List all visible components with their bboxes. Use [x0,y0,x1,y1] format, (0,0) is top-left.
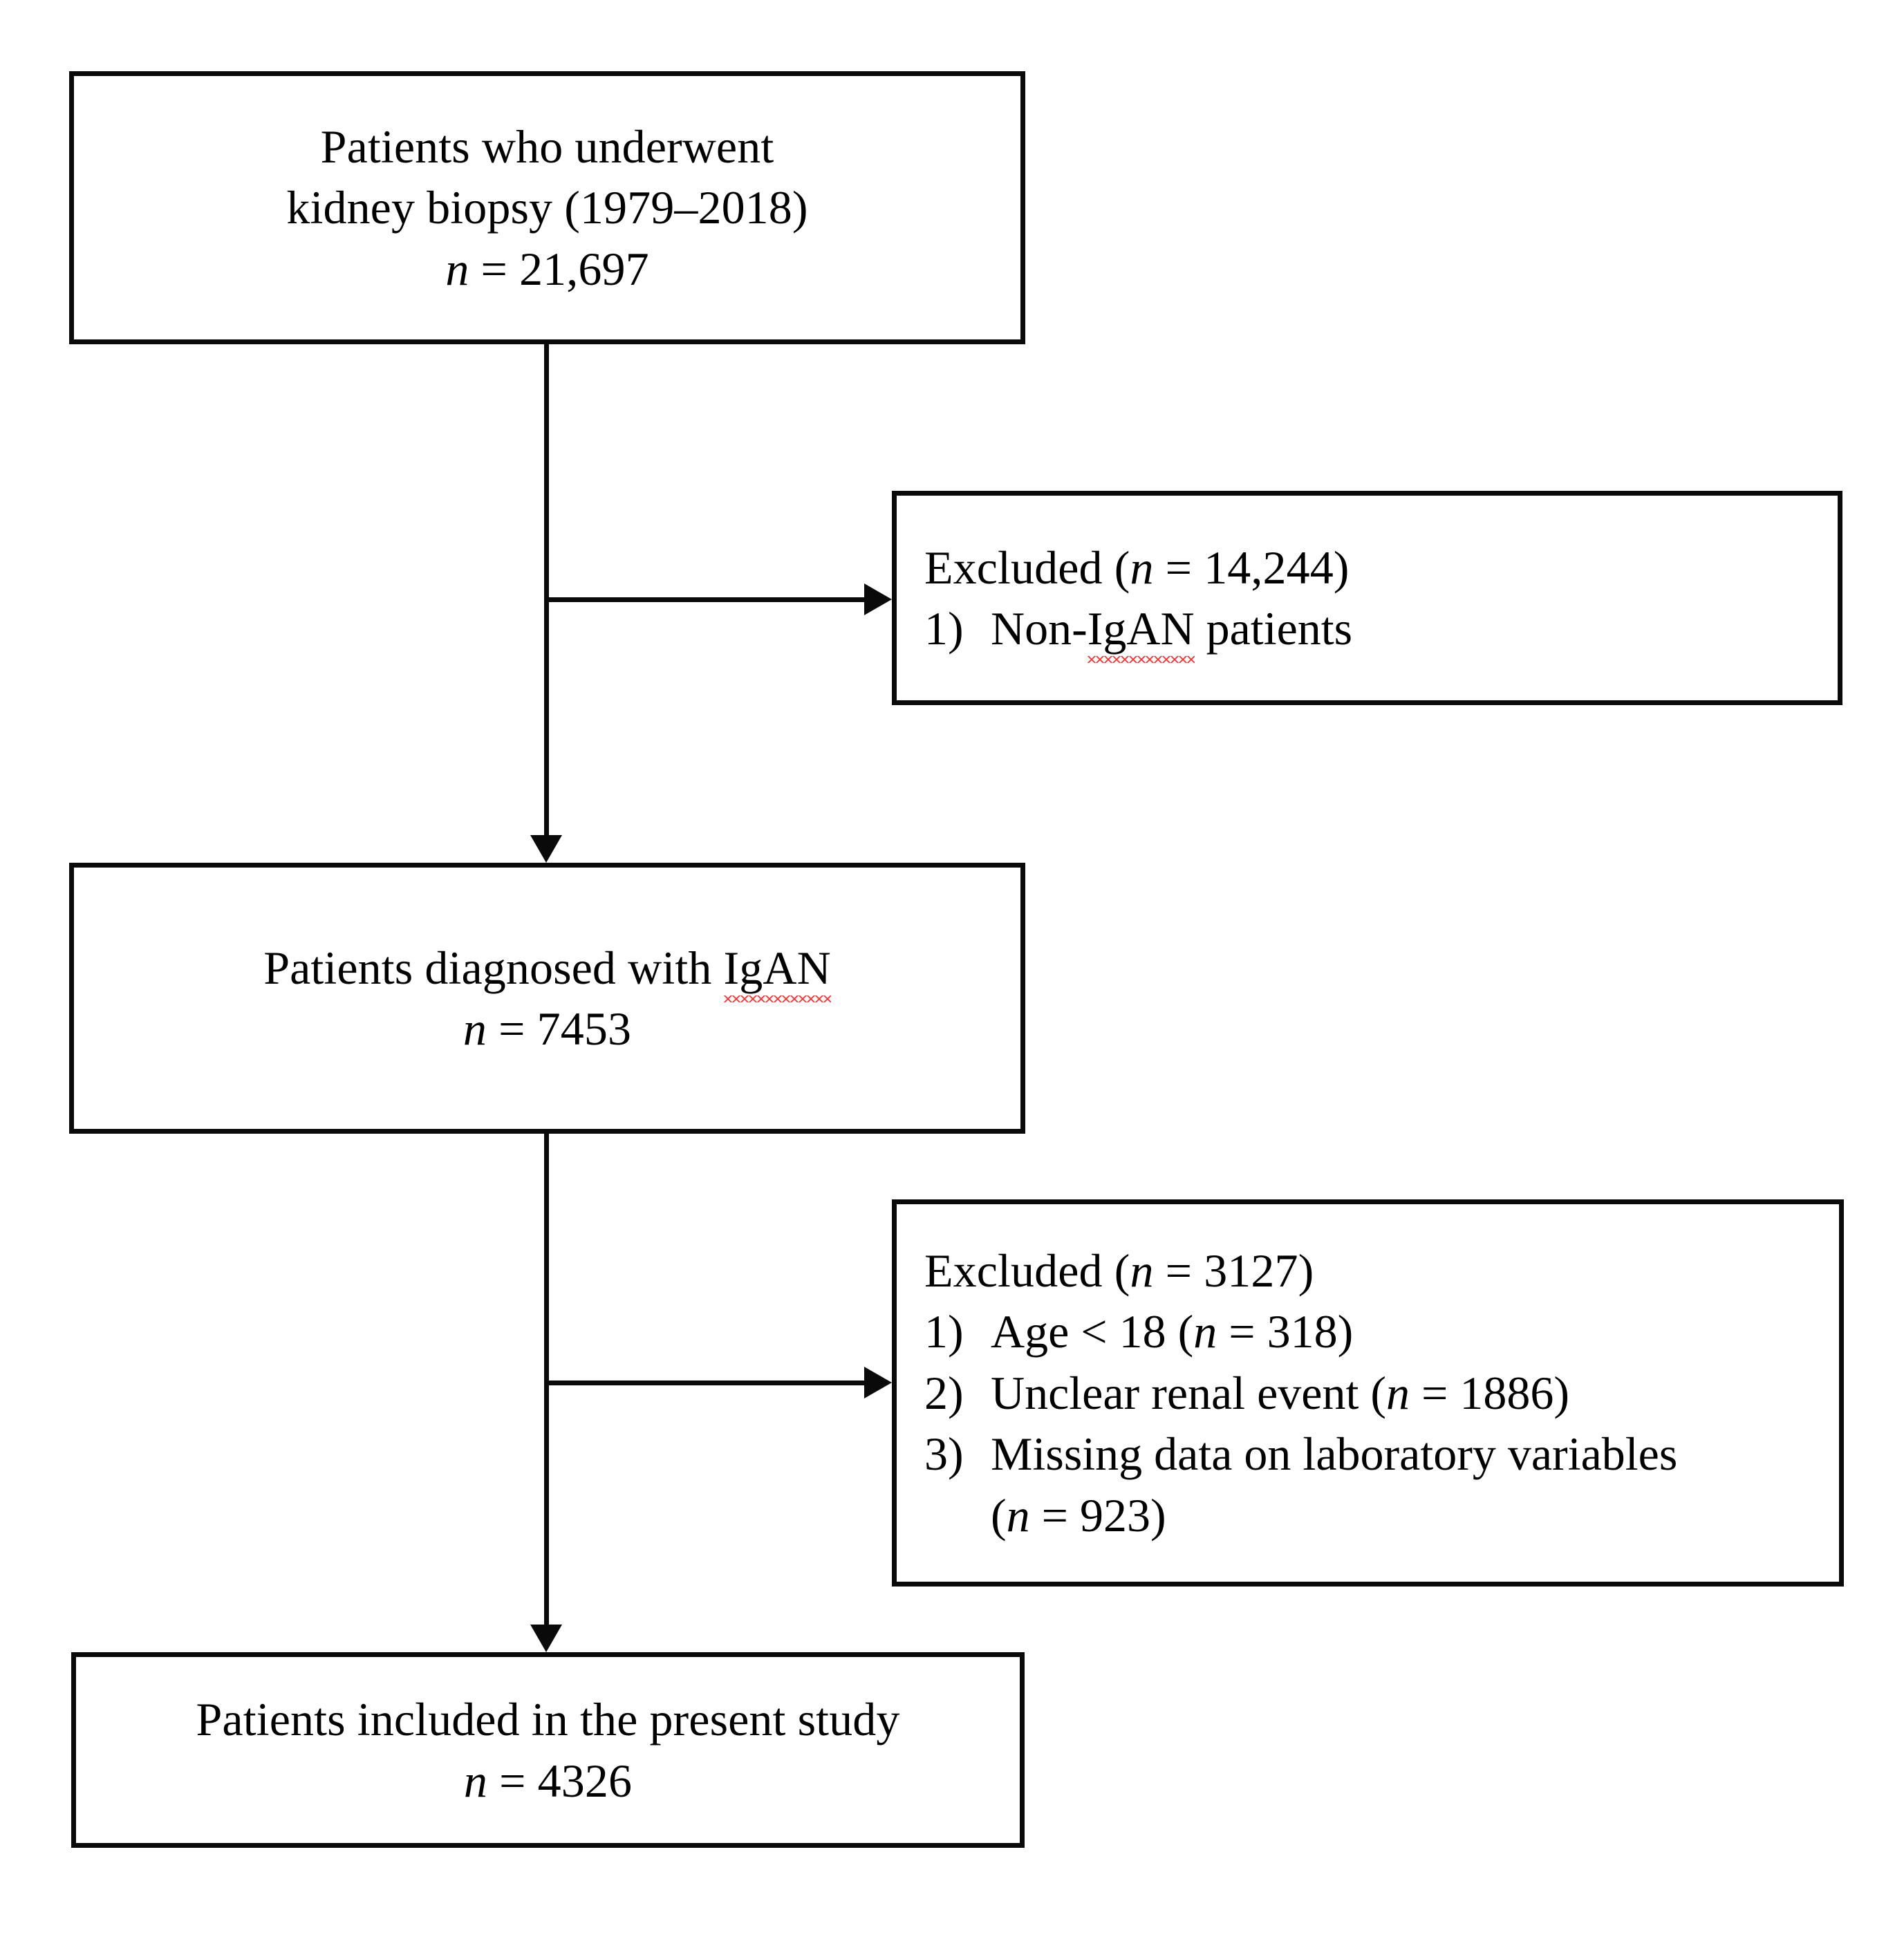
box-patients-diagnosed-igan: Patients diagnosed with IgAN n = 7453 [69,863,1025,1134]
box1-n-symbol: n [445,242,469,295]
arrowhead-right-into-excluded-1 [864,583,892,615]
excluded2-item-1-text: Age < 18 (n = 318) [991,1301,1353,1362]
excluded2-item-1-b: = 318) [1217,1305,1354,1358]
box-patients-underwent-biopsy: Patients who underwent kidney biopsy (19… [69,71,1025,344]
excluded2-item-3-cont-a: ( [991,1488,1007,1542]
excluded1-item-1-marker: 1) [924,602,964,655]
box-excluded-criteria: Excluded (n = 3127) 1) Age < 18 (n = 318… [892,1199,1844,1587]
excluded2-item-1-n: n [1193,1305,1217,1358]
box3-equals: = [487,1754,538,1807]
box2-line1-text: Patients diagnosed with [263,941,724,994]
excluded2-item-3-text: Missing data on laboratory variables [991,1428,1678,1481]
arrowhead-right-into-excluded-2 [864,1367,892,1398]
excluded2-item-1: 1) Age < 18 (n = 318) [924,1301,1353,1362]
excluded1-header: Excluded (n = 14,244) [924,537,1350,598]
excluded1-item-1-text: Non-IgAN patients [991,598,1353,664]
excluded1-item-1-prefix: Non- [991,602,1088,655]
box1-line2-text-a: kidney biopsy (1979 [286,181,675,234]
excluded1-n-symbol: n [1130,541,1154,594]
connector-vertical-box1-to-box2 [544,344,549,838]
excluded2-item-3: 3) Missing data on laboratory variables [924,1423,1677,1484]
excluded1-item-1: 1) Non-IgAN patients [924,598,1353,664]
box2-count-value: 7453 [536,1002,632,1055]
excluded2-item-3-marker: 3) [924,1428,964,1481]
excluded2-item-2-text: Unclear renal event (n = 1886) [991,1363,1569,1423]
box3-n-symbol: n [463,1754,488,1807]
spellcheck-misspelled-igan: IgAN [723,937,832,1003]
excluded1-item-1-suffix: patients [1194,602,1353,655]
box3-line1: Patients included in the present study [196,1693,900,1746]
arrowhead-down-into-box2 [530,835,562,863]
excluded2-header: Excluded (n = 3127) [924,1240,1314,1301]
box1-line2: kidney biopsy (1979–2018) [286,177,808,238]
excluded2-item-3-continuation: (n = 923) [924,1485,1166,1546]
connector-vertical-box2-to-box3 [544,1134,549,1627]
excluded2-header-a: Excluded ( [924,1244,1130,1298]
box3-count: n = 4326 [464,1750,632,1811]
box2-count: n = 7453 [463,998,631,1059]
excluded1-header-b: = 14,244) [1153,541,1350,594]
excluded2-item-1-a: Age < 18 ( [991,1305,1194,1358]
box1-line1: Patients who underwent [320,120,774,173]
arrowhead-down-into-box3 [530,1625,562,1652]
box1-count-value: 21,697 [519,242,649,295]
excluded2-item-2-b: = 1886) [1410,1366,1569,1419]
box3-count-value: 4326 [537,1754,633,1807]
connector-horizontal-to-excluded-1 [544,597,864,602]
box-patients-included-study: Patients included in the present study n… [71,1652,1025,1848]
excluded2-header-b: = 3127) [1153,1244,1314,1298]
box1-line2-endash: – [674,181,698,234]
excluded2-item-3-cont-n: n [1006,1488,1030,1542]
box1-equals: = [469,242,520,295]
box-excluded-non-igan: Excluded (n = 14,244) 1) Non-IgAN patien… [892,491,1842,705]
box2-line1: Patients diagnosed with IgAN [263,937,832,1003]
box1-count: n = 21,697 [445,238,648,299]
box2-n-symbol: n [463,1002,487,1055]
excluded2-n-symbol: n [1130,1244,1154,1298]
excluded1-header-a: Excluded ( [924,541,1130,594]
excluded2-item-3-cont-b: = 923) [1029,1488,1166,1542]
box2-equals: = [487,1002,537,1055]
excluded2-item-1-marker: 1) [924,1305,964,1358]
excluded2-item-2-n: n [1386,1366,1410,1419]
excluded2-item-2: 2) Unclear renal event (n = 1886) [924,1363,1569,1423]
excluded2-item-2-a: Unclear renal event ( [991,1366,1386,1419]
connector-horizontal-to-excluded-2 [544,1381,864,1385]
spellcheck-misspelled-igan: IgAN [1087,598,1195,664]
excluded2-item-2-marker: 2) [924,1366,964,1419]
box1-line2-text-b: 2018) [698,181,808,234]
